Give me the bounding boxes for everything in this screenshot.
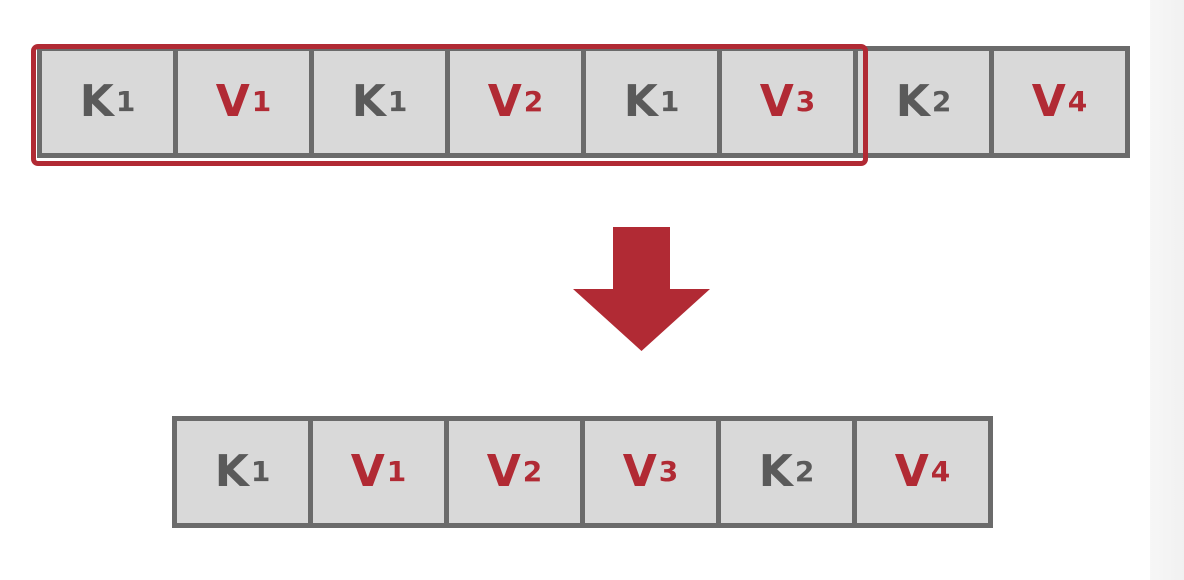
arrow-down-icon bbox=[573, 227, 710, 351]
background-band bbox=[1150, 0, 1184, 580]
k1-group-highlight bbox=[31, 44, 868, 166]
